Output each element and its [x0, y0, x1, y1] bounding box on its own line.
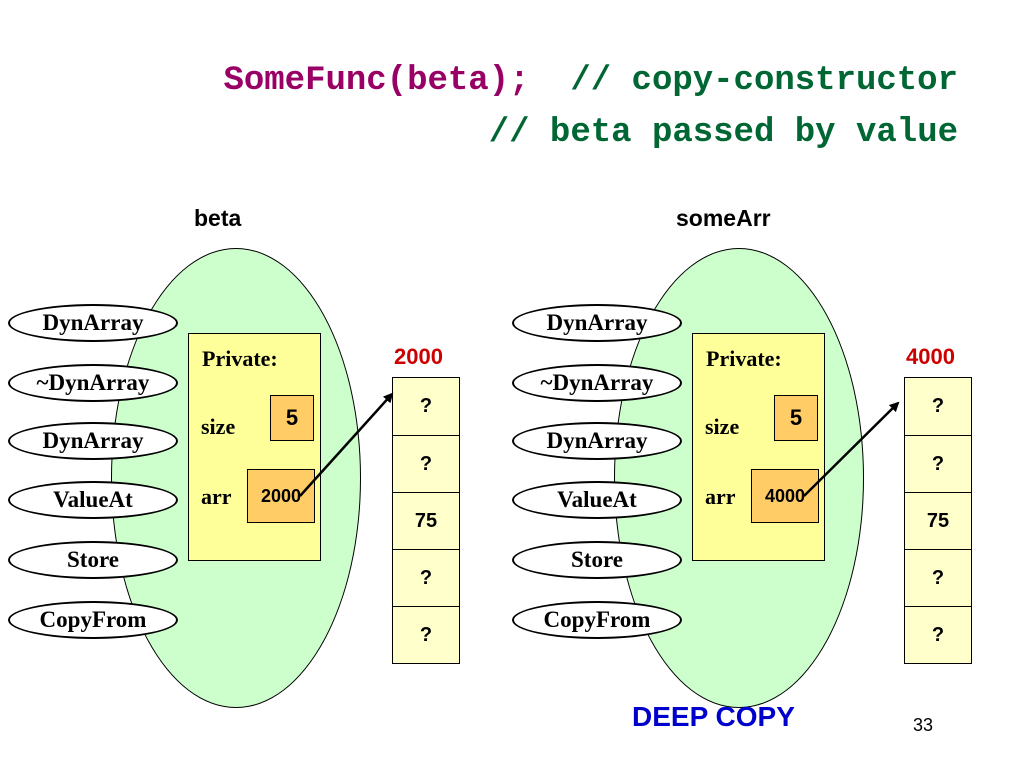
page-number: 33: [913, 715, 934, 735]
size-label: size: [705, 414, 740, 439]
title-line-2: // beta passed by value: [489, 114, 958, 152]
array-cell: ?: [905, 606, 971, 663]
method-dynarray: DynArray: [512, 304, 682, 342]
object-label-somearr: someArr: [676, 205, 771, 231]
arr-value-box: 2000: [247, 469, 315, 523]
array-address-beta: 2000: [394, 344, 443, 369]
array-cell: ?: [905, 435, 971, 492]
array-cell: ?: [905, 549, 971, 606]
arr-label: arr: [201, 484, 232, 509]
method-copyfrom: CopyFrom: [8, 601, 178, 639]
private-box-beta: Private: size arr 5 2000: [188, 333, 321, 561]
private-label: Private:: [706, 346, 782, 371]
array-cell: ?: [393, 435, 459, 492]
size-value-box: 5: [774, 395, 818, 441]
method-copyfrom: CopyFrom: [512, 601, 682, 639]
size-label: size: [201, 414, 236, 439]
method-valueat: ValueAt: [512, 481, 682, 519]
pointer-arrow-somearr: [803, 401, 900, 497]
array-cell: 75: [393, 492, 459, 549]
arr-value-box: 4000: [751, 469, 819, 523]
title-line-1: SomeFunc(beta); // copy-constructor: [223, 62, 958, 100]
arr-label: arr: [705, 484, 736, 509]
array-cell: ?: [393, 606, 459, 663]
private-label: Private:: [202, 346, 278, 371]
heap-array-somearr: ? ? 75 ? ?: [904, 377, 972, 664]
method-destructor: ~DynArray: [512, 364, 682, 402]
object-label-beta: beta: [194, 205, 242, 231]
method-store: Store: [512, 541, 682, 579]
method-destructor: ~DynArray: [8, 364, 178, 402]
private-box-somearr: Private: size arr 5 4000: [692, 333, 825, 561]
array-cell: ?: [393, 549, 459, 606]
pointer-arrow-beta: [299, 392, 394, 497]
size-value-box: 5: [270, 395, 314, 441]
method-valueat: ValueAt: [8, 481, 178, 519]
array-cell: 75: [905, 492, 971, 549]
title-comment-2: // beta passed by value: [488, 114, 958, 152]
title-comment-1: // copy-constructor: [570, 62, 958, 100]
method-dynarray: DynArray: [8, 304, 178, 342]
method-dynarray-copy: DynArray: [8, 422, 178, 460]
method-dynarray-copy: DynArray: [512, 422, 682, 460]
deep-copy-caption: DEEP COPY: [632, 701, 795, 732]
heap-array-beta: ? ? 75 ? ?: [392, 377, 460, 664]
array-address-somearr: 4000: [906, 344, 955, 369]
method-store: Store: [8, 541, 178, 579]
array-cell: ?: [419, 395, 433, 417]
array-cell: ?: [931, 395, 945, 417]
title-code: SomeFunc(beta);: [223, 62, 530, 100]
